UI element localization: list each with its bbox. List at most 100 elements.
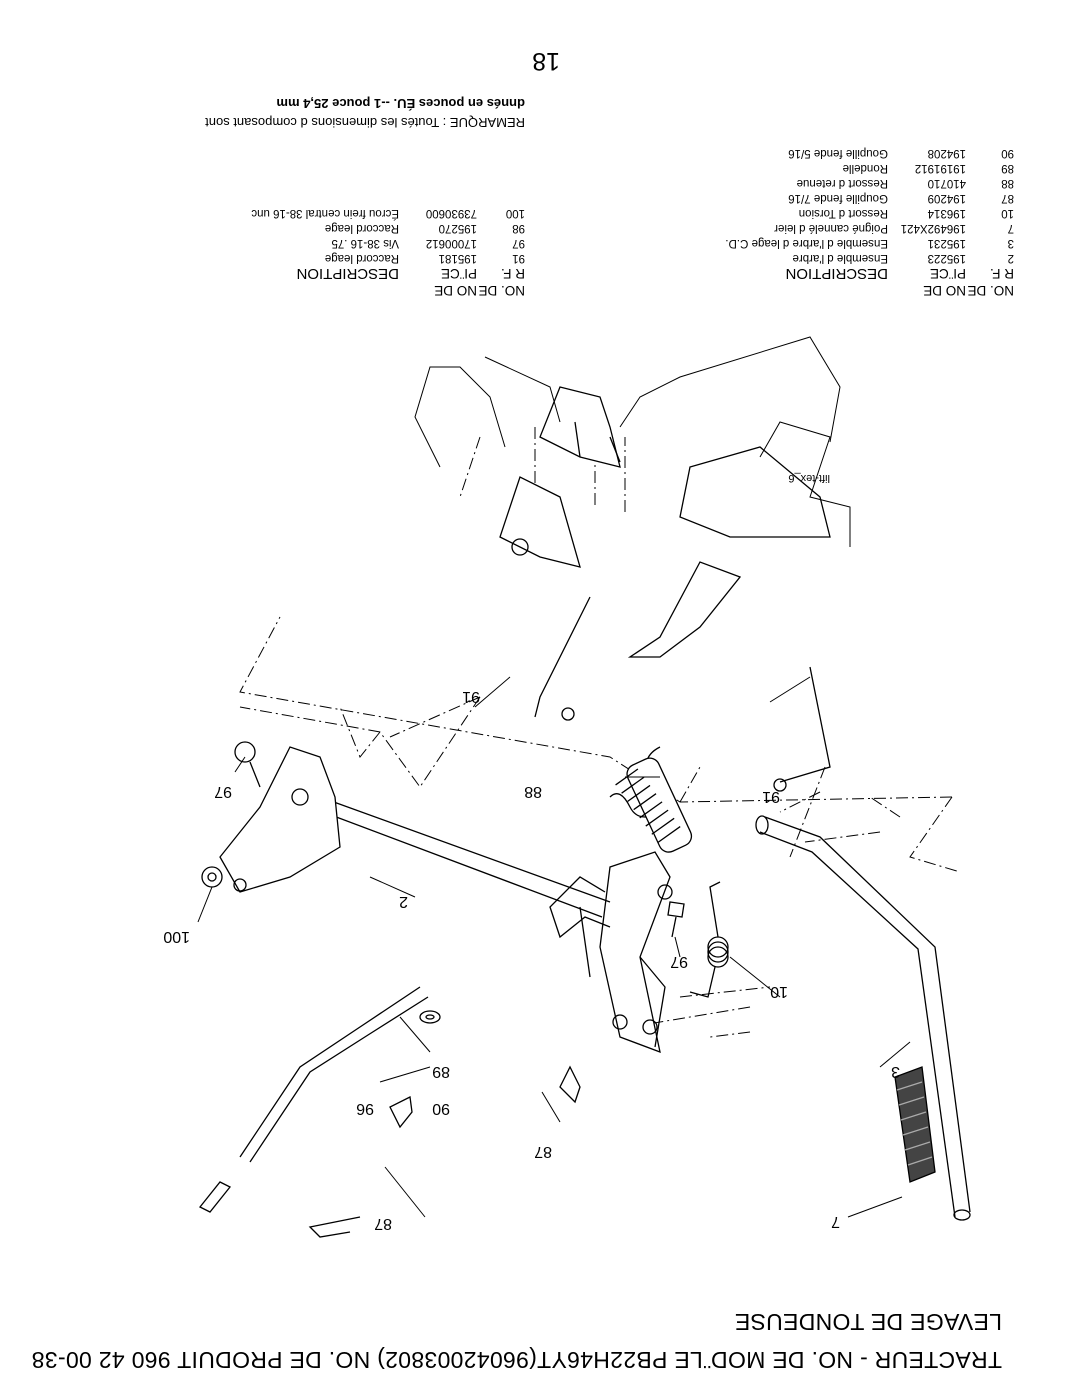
header-desc: DESCRIPTION (785, 265, 888, 282)
table-row: 98 195270 Raccord leage (99, 220, 525, 235)
cotter-pin-87b (559, 1065, 581, 1104)
part-no: 194209 (927, 192, 966, 204)
ref-no: 100 (505, 207, 525, 219)
part-no: 19191912 (914, 162, 966, 174)
ref-no: 2 (1007, 252, 1014, 264)
ref-no: 90 (1001, 147, 1014, 159)
part-no: 195231 (927, 237, 966, 249)
part-no: 17000612 (425, 237, 477, 249)
part-desc: Ensemble d l'arbre (792, 252, 888, 264)
dimension-note: REMARQUE : Toutés les dimensions d compo… (55, 94, 525, 132)
handle-grip (894, 1066, 936, 1183)
part-desc: Ensemble d l'arbre d leage C.D. (725, 237, 888, 249)
table-row: 97 17000612 Vis 38-16 .75 (99, 235, 525, 250)
ref-no: 3 (1007, 237, 1014, 249)
callout-7: 7 (831, 1213, 840, 1230)
callout-87b: 87 (534, 1143, 552, 1160)
torsion-spring (689, 881, 729, 998)
table-row: 90 194208 Goupille fende 5/16 (588, 145, 1014, 160)
nut-100 (201, 866, 223, 888)
header-part: NO DE PI¨CE (923, 266, 966, 298)
note-line-1: REMARQUE : Toutés les dimensions d compo… (205, 115, 525, 130)
part-desc: Goupille fende 7/16 (788, 192, 888, 204)
callout-91a: 91 (762, 788, 780, 805)
header-desc: DESCRIPTION (296, 265, 399, 282)
tractor-frame-outline (414, 336, 851, 547)
part-no: 196492X421 (900, 222, 966, 234)
lift-lever (755, 815, 971, 1221)
table-row: 7 196492X421 Poigné cannelé d leier (588, 220, 1014, 235)
part-desc: Ressort d Torsion (798, 207, 888, 219)
pivot-plate-right (499, 476, 581, 568)
part-no: 195223 (927, 252, 966, 264)
rod-98 (198, 986, 429, 1213)
callout-87a: 87 (374, 1215, 392, 1232)
ref-no: 88 (1001, 177, 1014, 189)
extension-spring (609, 746, 693, 853)
ref-no: 91 (512, 252, 525, 264)
part-desc: Écrou frein central 38-16 unc (251, 207, 399, 219)
part-no: 194208 (927, 147, 966, 159)
part-no: 195181 (438, 252, 477, 264)
ref-no: 98 (512, 222, 525, 234)
callout-2: 2 (399, 893, 408, 910)
link-rod-91b (534, 596, 591, 721)
parts-table-left: NO. DE R F. NO DE PI¨CE DESCRIPTION 2 195… (588, 145, 1014, 299)
bolt-97b (234, 741, 261, 788)
part-no: 195270 (438, 222, 477, 234)
ref-no: 7 (1007, 222, 1014, 234)
cotter-pin-87a (308, 1216, 361, 1238)
header-ref: NO. DE R F. (478, 266, 525, 298)
part-desc: Raccord leage (324, 222, 399, 234)
callout-90: 90 (432, 1100, 450, 1117)
side-arm (219, 746, 341, 893)
table-row: 88 410710 Ressort d retenue (588, 175, 1014, 190)
header-part: NO DE PI¨CE (434, 266, 477, 298)
part-desc: Poigné cannelé d leier (774, 222, 888, 234)
center-bracket (549, 851, 673, 1054)
table-row: 2 195223 Ensemble d l'arbre (588, 250, 1014, 265)
table-row: 87 194209 Goupille fende 7/16 (588, 190, 1014, 205)
callout-96: 96 (356, 1100, 374, 1117)
note-line-2: dnnés en pouces ÉU. --1 pouce 25,4 mm (276, 96, 525, 111)
table-row: 10 196314 Ressort d Torsion (588, 205, 1014, 220)
part-desc: Goupille fende 5/16 (788, 147, 888, 159)
ref-no: 87 (1001, 192, 1014, 204)
parts-table-right: NO. DE R F. NO DE PI¨CE DESCRIPTION 91 19… (99, 205, 525, 299)
callout-leaders (197, 676, 911, 1218)
part-no: 73930600 (425, 207, 477, 219)
cotter-pin-90 (389, 1096, 413, 1129)
part-no: 410710 (927, 177, 966, 189)
table-row: 91 195181 Raccord leage (99, 250, 525, 265)
bolt-97a (667, 901, 685, 938)
link-rod-91a (773, 666, 831, 792)
part-desc: Vis 38-16 .75 (331, 237, 399, 249)
table-row: 89 19191912 Rondelle (588, 160, 1014, 175)
lift-shaft (314, 796, 611, 918)
ref-no: 97 (512, 237, 525, 249)
page-number: 18 (532, 47, 560, 75)
ref-no: 10 (1001, 207, 1014, 219)
part-no: 196314 (927, 207, 966, 219)
part-desc: Rondelle (842, 162, 888, 174)
table-row: 100 73930600 Écrou frein central 38-16 unc (99, 205, 525, 220)
figure-code: lift-tex_6 (788, 472, 830, 484)
callout-labels: 7 87 3 96 90 87 89 10 97 100 2 97 88 91 … (163, 688, 900, 1232)
callout-88: 88 (524, 783, 542, 800)
ref-no: 89 (1001, 162, 1014, 174)
reference-dashed-lines (239, 427, 961, 1038)
upper-bracket (539, 386, 621, 468)
callout-3: 3 (891, 1063, 900, 1080)
pivot-plate-left (627, 446, 831, 658)
callout-100: 100 (163, 928, 190, 945)
callout-89: 89 (432, 1063, 450, 1080)
washer-89 (419, 1010, 441, 1024)
part-desc: Ressort d retenue (796, 177, 888, 189)
callout-97b: 97 (214, 783, 232, 800)
part-desc: Raccord leage (324, 252, 399, 264)
header-ref: NO. DE R F. (967, 266, 1014, 298)
callout-10: 10 (770, 983, 788, 1000)
callout-97a: 97 (670, 953, 688, 970)
